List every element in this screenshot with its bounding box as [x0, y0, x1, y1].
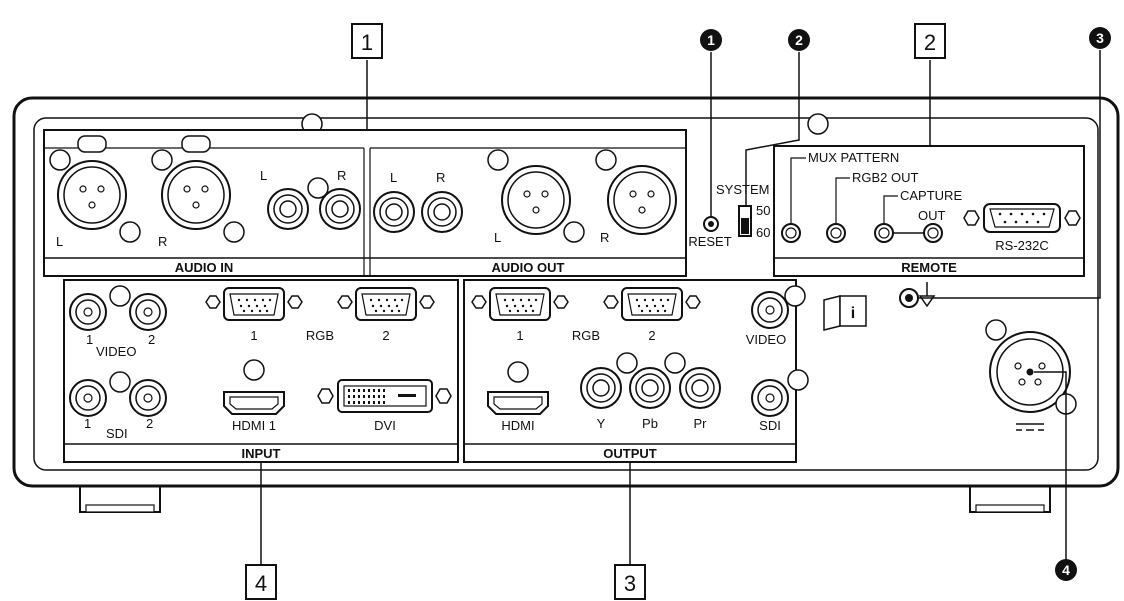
audio-in-title: AUDIO IN: [175, 260, 234, 275]
system-60-label: 60: [756, 225, 770, 240]
audio-out-rca-r-connector[interactable]: [421, 191, 463, 233]
dc-power-icon: [1016, 423, 1044, 431]
device-feet: [79, 484, 1051, 513]
input-dvi-connector[interactable]: [317, 379, 452, 413]
output-rgb-label: RGB: [572, 328, 600, 343]
audio-in-rca-r-label: R: [337, 168, 346, 183]
callout-box-3: 3: [614, 564, 646, 600]
capture-label: CAPTURE: [900, 188, 962, 203]
output-panel: 1 RGB 2 VIDEO HDMI Y Pb Pr SDI OUTPUT: [463, 279, 809, 463]
rgb2-out-jack[interactable]: [826, 223, 846, 243]
input-video-2-connector[interactable]: [129, 293, 167, 331]
svg-text:3: 3: [1096, 30, 1104, 46]
audio-out-title: AUDIO OUT: [492, 260, 565, 275]
output-sdi-connector[interactable]: [751, 379, 789, 417]
input-sdi-1-connector[interactable]: [69, 379, 107, 417]
rs232c-label: RS-232C: [995, 238, 1048, 253]
info-book-letter: i: [851, 305, 855, 322]
reset-label: RESET: [688, 234, 731, 249]
remote-panel: MUX PATTERN RGB2 OUT CAPTURE OUT RS-232C…: [773, 145, 1085, 277]
svg-text:4: 4: [255, 571, 267, 596]
svg-text:1: 1: [707, 32, 715, 48]
svg-text:2: 2: [924, 30, 936, 55]
input-video-2-label: 2: [148, 332, 155, 347]
system-switch[interactable]: [738, 205, 752, 237]
audio-out-section: L R L R AUDIO OUT: [373, 149, 677, 275]
input-rgb-label: RGB: [306, 328, 334, 343]
output-y-connector[interactable]: [580, 367, 622, 409]
output-pr-connector[interactable]: [679, 367, 721, 409]
input-sdi-1-label: 1: [84, 416, 91, 431]
callout-dot-2: 2: [788, 29, 810, 51]
input-hdmi1-connector[interactable]: [223, 391, 285, 415]
system-label: SYSTEM: [716, 182, 769, 197]
callout-dot-1: 1: [700, 29, 722, 51]
audio-out-xlr-r-connector[interactable]: [607, 165, 677, 235]
audio-in-rca-l-label: L: [260, 168, 267, 183]
input-video-1-connector[interactable]: [69, 293, 107, 331]
input-sdi-2-connector[interactable]: [129, 379, 167, 417]
svg-text:3: 3: [624, 571, 636, 596]
audio-out-rca-r-label: R: [436, 170, 445, 185]
input-title: INPUT: [242, 446, 281, 461]
output-video-connector[interactable]: [751, 291, 789, 329]
input-sdi-2-label: 2: [146, 416, 153, 431]
svg-text:1: 1: [361, 30, 373, 55]
audio-out-xlr-r-label: R: [600, 230, 609, 245]
input-rgb-2-label: 2: [382, 328, 389, 343]
audio-out-xlr-l-label: L: [494, 230, 501, 245]
reset-button[interactable]: [703, 216, 719, 232]
output-pr-label: Pr: [694, 416, 708, 431]
input-sdi-label: SDI: [106, 426, 128, 441]
rgb2-out-label: RGB2 OUT: [852, 170, 919, 185]
audio-in-xlr-l-label: L: [56, 234, 63, 249]
output-pb-connector[interactable]: [629, 367, 671, 409]
audio-out-xlr-l-connector[interactable]: [501, 165, 571, 235]
output-pb-label: Pb: [642, 416, 658, 431]
callout-dot-3: 3: [1089, 27, 1111, 49]
callout-box-4: 4: [245, 564, 277, 600]
svg-text:4: 4: [1062, 562, 1070, 578]
callout-box-2: 2: [914, 23, 946, 59]
output-hdmi-connector[interactable]: [487, 391, 549, 415]
input-dvi-label: DVI: [374, 418, 396, 433]
input-panel: 1 VIDEO 2 1 RGB 2 1 SDI 2 HDMI 1: [63, 279, 459, 463]
audio-out-rca-l-connector[interactable]: [373, 191, 415, 233]
output-video-label: VIDEO: [746, 332, 786, 347]
system-50-label: 50: [756, 203, 770, 218]
input-rgb-1-label: 1: [250, 328, 257, 343]
ground-terminal[interactable]: [899, 288, 919, 308]
input-hdmi1-label: HDMI 1: [232, 418, 276, 433]
callout-dot-4: 4: [1055, 559, 1077, 581]
output-rgb-1-label: 1: [516, 328, 523, 343]
input-video-label: VIDEO: [96, 344, 136, 359]
output-y-label: Y: [597, 416, 606, 431]
audio-in-xlr-r-connector[interactable]: [161, 160, 231, 230]
dc-in-connector[interactable]: [989, 331, 1071, 413]
audio-in-xlr-r-label: R: [158, 234, 167, 249]
capture-jack[interactable]: [874, 223, 894, 243]
input-video-1-label: 1: [86, 332, 93, 347]
info-book-icon: i: [823, 295, 867, 331]
mux-pattern-jack[interactable]: [781, 223, 801, 243]
audio-in-rca-r-connector[interactable]: [319, 188, 361, 230]
output-rgb-2-label: 2: [648, 328, 655, 343]
audio-panel: [43, 129, 687, 277]
output-hdmi-label: HDMI: [501, 418, 534, 433]
capture-out-jack[interactable]: [923, 223, 943, 243]
output-sdi-label: SDI: [759, 418, 781, 433]
capture-out-label: OUT: [918, 208, 946, 223]
remote-title: REMOTE: [901, 260, 957, 275]
audio-in-rca-l-connector[interactable]: [267, 188, 309, 230]
audio-in-section: L R L R AUDIO IN: [49, 135, 361, 275]
callout-box-1: 1: [351, 23, 383, 59]
audio-in-xlr-l-connector[interactable]: [57, 160, 127, 230]
rs232c-connector[interactable]: [963, 203, 1081, 233]
mux-pattern-label: MUX PATTERN: [808, 150, 899, 165]
callout-leaders: [260, 50, 1101, 565]
svg-text:2: 2: [795, 32, 803, 48]
output-title: OUTPUT: [603, 446, 657, 461]
audio-out-rca-l-label: L: [390, 170, 397, 185]
